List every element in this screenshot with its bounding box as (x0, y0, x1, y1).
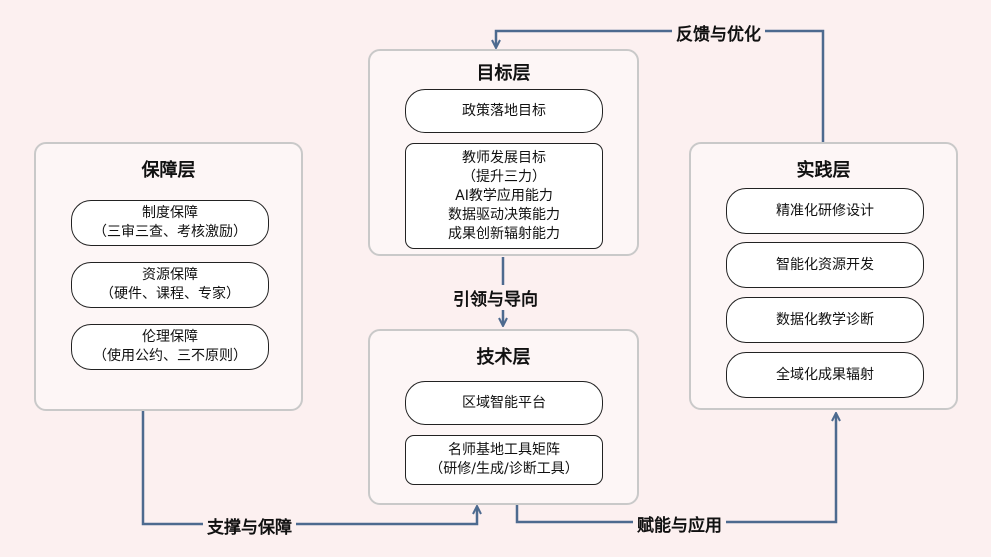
support-layer-title: 保障层 (141, 160, 196, 181)
feedback-arrow (496, 29, 825, 145)
practice-radiation-item: 全域化成果辐射 (726, 352, 924, 398)
goal-teacher-item: 教师发展目标 （提升三力） AI教学应用能力 数据驱动决策能力 成果创新辐射能力 (405, 143, 603, 249)
guide-label: 引领与导向 (449, 285, 542, 310)
tech-layer-panel: 技术层 区域智能平台 名师基地工具矩阵 （研修/生成/诊断工具） (368, 329, 639, 505)
goal-policy-item: 政策落地目标 (405, 89, 603, 133)
practice-layer-panel: 实践层 精准化研修设计 智能化资源开发 数据化教学诊断 全域化成果辐射 (689, 142, 958, 410)
support-resource-item: 资源保障 （硬件、课程、专家） (71, 262, 269, 308)
practice-diagnosis-item: 数据化教学诊断 (726, 297, 924, 343)
tech-platform-item: 区域智能平台 (405, 381, 603, 425)
support-label: 支撑与保障 (203, 513, 296, 538)
goal-layer-panel: 目标层 政策落地目标 教师发展目标 （提升三力） AI教学应用能力 数据驱动决策… (368, 49, 639, 256)
empower-label: 赋能与应用 (633, 511, 726, 536)
tech-tools-item: 名师基地工具矩阵 （研修/生成/诊断工具） (405, 435, 603, 485)
support-arrow (141, 410, 477, 526)
support-ethics-item: 伦理保障 （使用公约、三不原则） (71, 324, 269, 370)
feedback-label: 反馈与优化 (672, 20, 765, 45)
support-institution-item: 制度保障 （三审三查、考核激励） (71, 200, 269, 246)
tech-layer-title: 技术层 (476, 347, 531, 368)
practice-resource-item: 智能化资源开发 (726, 242, 924, 288)
practice-layer-title: 实践层 (796, 160, 851, 181)
goal-layer-title: 目标层 (476, 63, 531, 84)
practice-training-item: 精准化研修设计 (726, 188, 924, 234)
support-layer-panel: 保障层 制度保障 （三审三查、考核激励） 资源保障 （硬件、课程、专家） 伦理保… (34, 142, 303, 411)
